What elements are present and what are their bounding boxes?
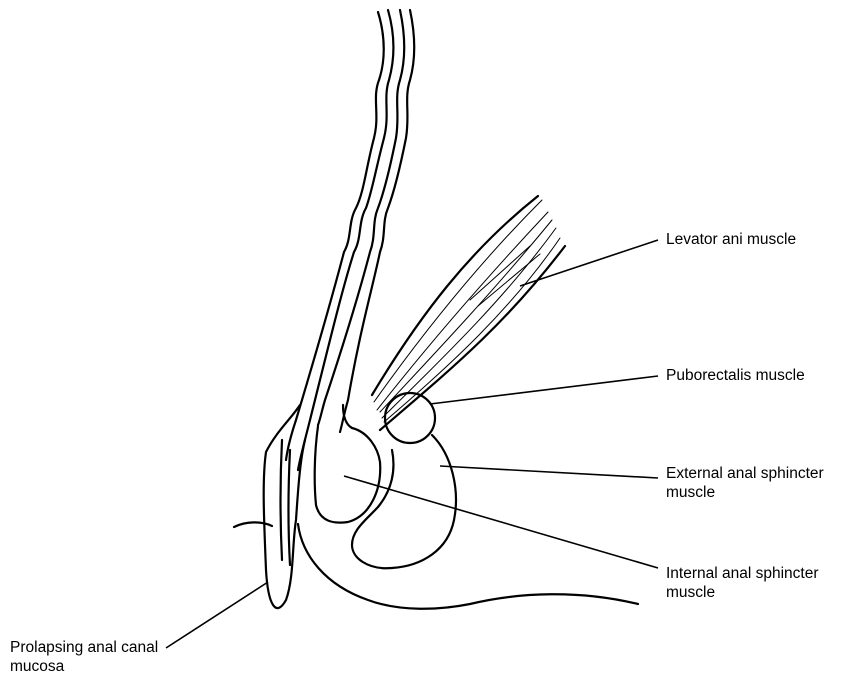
leader-internal: [344, 476, 658, 568]
label-external-anal-sphincter: External anal sphincter muscle: [666, 464, 824, 502]
perineal-skin: [298, 524, 638, 609]
internal-anal-sphincter: [315, 405, 381, 523]
rectal-wall-line-1: [286, 12, 384, 460]
label-levator-ani: Levator ani muscle: [666, 230, 796, 249]
leader-external: [440, 466, 658, 478]
leader-levator: [520, 240, 658, 286]
leader-prolapse: [166, 582, 268, 648]
label-puborectalis: Puborectalis muscle: [666, 366, 805, 385]
prolapse-fold-1: [281, 440, 283, 560]
rectal-wall: [286, 10, 414, 470]
prolapse-fold-2: [289, 450, 291, 565]
prolapse-outline: [264, 405, 305, 608]
label-prolapsing-mucosa: Prolapsing anal canal mucosa: [10, 638, 158, 676]
leader-puborectalis: [430, 376, 658, 404]
external-anal-sphincter: [352, 435, 456, 568]
left-skin-fold: [234, 522, 272, 527]
label-internal-anal-sphincter: Internal anal sphincter muscle: [666, 564, 819, 602]
prolapsing-mucosa: [264, 405, 305, 608]
